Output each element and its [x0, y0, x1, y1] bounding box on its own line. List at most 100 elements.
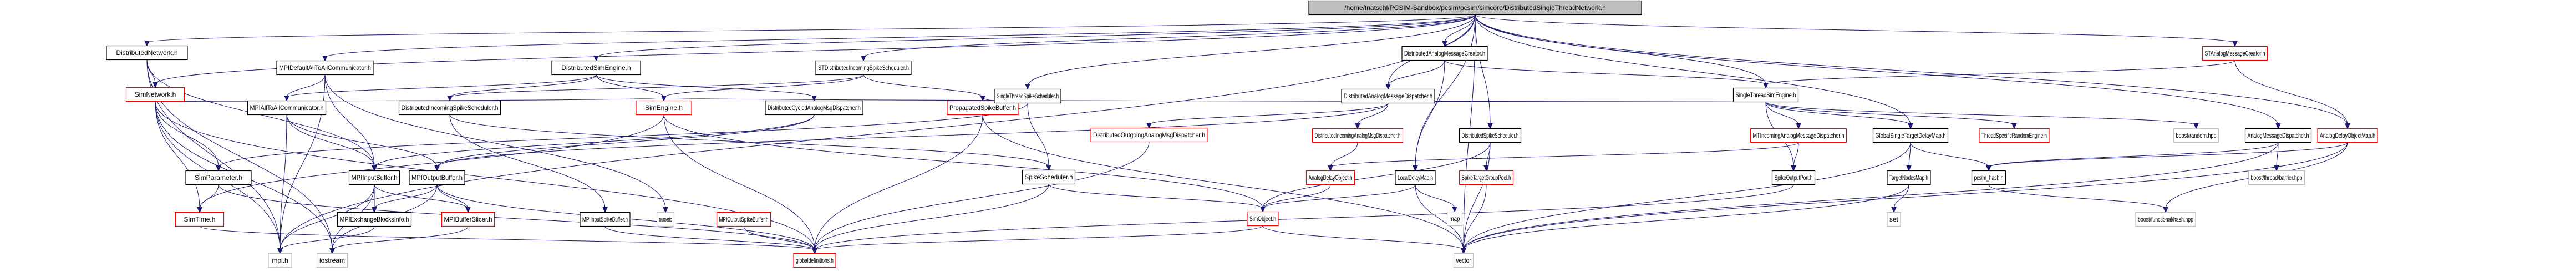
node-label: STDistributedIncomingSpikeScheduler.h	[818, 64, 909, 72]
edge-line	[604, 226, 815, 250]
node-mpioutputbuffer[interactable]: MPIOutputBuffer.h	[409, 170, 465, 185]
node-distributedanalogmessagedispatcher[interactable]: DistributedAnalogMessageDispatcher.h	[1341, 88, 1435, 104]
edge-line	[286, 114, 438, 168]
node-label: DistributedSimEngine.h	[561, 64, 631, 72]
node-simobject[interactable]: SimObject.h	[1247, 211, 1279, 227]
node-label: SingleThreadSimEngine.h	[1736, 91, 1796, 99]
arrowhead-icon	[2232, 41, 2238, 47]
edge-line	[1988, 142, 2348, 168]
node-label: AnalogDelayObject.h	[1309, 174, 1353, 182]
node-box	[268, 253, 292, 268]
node-distributedspikescheduler[interactable]: DistributedSpikeScheduler.h	[1459, 128, 1522, 143]
node-box	[2248, 170, 2305, 185]
dependency-edge	[1475, 14, 1913, 129]
arrowhead-icon	[1891, 207, 1897, 213]
node-simengine[interactable]: SimEngine.h	[636, 100, 692, 116]
node-boost-barrier: boost/thread/barrier.hpp	[2248, 170, 2305, 185]
edge-line	[155, 101, 815, 250]
dependency-edge	[155, 101, 817, 254]
node-label: /home/tnatschl/PCSIM-Sandbox/pcsim/pcsim…	[1344, 4, 1606, 12]
node-simtime[interactable]: SimTime.h	[175, 212, 225, 227]
node-stanalogmessagecreator[interactable]: STAnalogMessageCreator.h	[2202, 46, 2268, 61]
node-distributedincominganalogmsgdispatcher[interactable]: DistributedIncomingAnalogMsgDispatcher.h	[1312, 128, 1404, 143]
arrowhead-icon	[434, 165, 440, 172]
dependency-edge	[663, 114, 817, 254]
node-stdistributedincomingspikescheduler[interactable]: STDistributedIncomingSpikeScheduler.h	[815, 60, 912, 76]
arrowhead-icon	[1483, 165, 1489, 172]
node-mtincominganalogmessagedispatcher[interactable]: MTIncomingAnalogMessageDispatcher.h	[1750, 128, 1847, 143]
node-targetnodesmap[interactable]: TargetNodesMap.h	[1887, 170, 1931, 185]
node-singlethreadsimengine[interactable]: SingleThreadSimEngine.h	[1732, 87, 1799, 103]
edge-line	[280, 184, 375, 250]
node-analogdelayobject[interactable]: AnalogDelayObject.h	[1305, 170, 1355, 185]
dependency-edge	[144, 14, 1476, 47]
arrowhead-icon	[372, 207, 377, 213]
arrowhead-icon	[1796, 123, 1801, 129]
node-analogmessagedispatcher[interactable]: AnalogMessageDispatcher.h	[2244, 128, 2312, 143]
dependency-edge	[1146, 103, 1389, 129]
node-box	[2244, 128, 2312, 143]
dependency-edge	[322, 14, 1476, 62]
node-mpioutputspikebuffer[interactable]: MPIOutputSpikeBuffer.h	[716, 212, 771, 227]
node-mpidefaultalltoallcommunicator[interactable]: MPIDefaultAllToAllCommunicator.h	[276, 60, 374, 76]
node-box	[1341, 88, 1435, 104]
node-globalsingletargetdelaymap[interactable]: GlobalSingleTargetDelayMap.h	[1872, 128, 1949, 143]
node-box	[1305, 170, 1355, 185]
node-label: STAnalogMessageCreator.h	[2205, 49, 2265, 57]
node-label: MPIAllToAllCommunicator.h	[250, 104, 324, 112]
node-label: GlobalSingleTargetDelayMap.h	[1876, 132, 1946, 139]
node-spikescheduler[interactable]: SpikeScheduler.h	[1022, 169, 1076, 185]
node-globaldefinitions[interactable]: globaldefinitions.h	[793, 253, 836, 268]
dependency-edge	[434, 103, 1389, 172]
node-mpiexchangeblocksinfo[interactable]: MPIExchangeBlocksInfo.h	[337, 212, 412, 227]
node-box	[1459, 128, 1522, 143]
node-simparameter[interactable]: SimParameter.h	[185, 170, 252, 185]
node-mpibufferslicer[interactable]: MPIBufferSlicer.h	[441, 212, 495, 227]
arrowhead-icon	[2193, 123, 2199, 129]
node-root[interactable]: /home/tnatschl/PCSIM-Sandbox/pcsim/pcsim…	[1308, 0, 1642, 16]
arrowhead-icon	[2275, 123, 2281, 129]
arrowhead-icon	[980, 96, 985, 102]
node-spiketargetgrouppool[interactable]: SpikeTargetGroupPool.h	[1459, 170, 1514, 185]
node-mpiinputbuffer[interactable]: MPIInputBuffer.h	[348, 170, 400, 185]
dependency-edge	[324, 74, 668, 213]
arrowhead-icon	[1260, 207, 1266, 213]
edge-line	[324, 14, 1476, 58]
dependency-edge	[812, 142, 1150, 254]
edge-line	[199, 226, 815, 250]
node-mpiinputspikebuffer[interactable]: MPIInputSpikeBuffer.h	[580, 212, 631, 227]
edge-line	[1027, 103, 1049, 167]
dependency-edge	[1765, 102, 1801, 129]
node-pcsim-hash[interactable]: pcsim_hash.h	[1971, 170, 2006, 185]
edge-line	[1027, 14, 1476, 86]
node-localdelaymap[interactable]: LocalDelayMap.h	[1395, 170, 1436, 185]
node-box	[1247, 211, 1279, 227]
node-label: DistributedNetwork.h	[116, 49, 177, 57]
node-distributedanalogmessagecreator[interactable]: DistributedAnalogMessageCreator.h	[1401, 46, 1488, 61]
edge-line	[1463, 142, 1491, 250]
node-label: SimObject.h	[1249, 215, 1276, 223]
node-singlethreadspikescheduler[interactable]: SingleThreadSpikeScheduler.h	[994, 88, 1061, 104]
node-distributedoutgoinganalogmsgdispatcher[interactable]: DistributedOutgoingAnalogMsgDispatcher.h	[1090, 127, 1208, 143]
node-mpialltoallcommunicator[interactable]: MPIAllToAllCommunicator.h	[247, 100, 327, 116]
node-box	[656, 212, 675, 227]
node-simnetwork[interactable]: SimNetwork.h	[125, 87, 185, 102]
arrowhead-icon	[329, 248, 335, 254]
node-distributedsimengine[interactable]: DistributedSimEngine.h	[551, 60, 641, 76]
node-distributedcycledanalogmsgdispatcher[interactable]: DistributedCycledAnalogMsgDispatcher.h	[765, 100, 863, 116]
dependency-edge	[1262, 225, 1466, 254]
node-analogdelayobjectmap[interactable]: AnalogDelayObjectMap.h	[2317, 128, 2378, 143]
node-box	[1771, 170, 1816, 185]
edge-line	[814, 142, 1150, 250]
node-spikeoutputport[interactable]: SpikeOutputPort.h	[1771, 170, 1816, 185]
dependency-edge	[1986, 142, 2348, 172]
dependency-edge	[1910, 142, 1991, 172]
edge-line	[2234, 60, 2348, 126]
dependency-edge	[596, 74, 667, 102]
dependency-edge	[434, 114, 815, 172]
node-distributednetwork[interactable]: DistributedNetwork.h	[106, 45, 188, 61]
node-distributedincomingspikescheduler[interactable]: DistributedIncomingSpikeScheduler.h	[398, 100, 501, 116]
node-set: set	[1887, 212, 1901, 227]
node-threadspecificrandomengine[interactable]: ThreadSpecificRandomEngine.h	[1979, 128, 2050, 143]
